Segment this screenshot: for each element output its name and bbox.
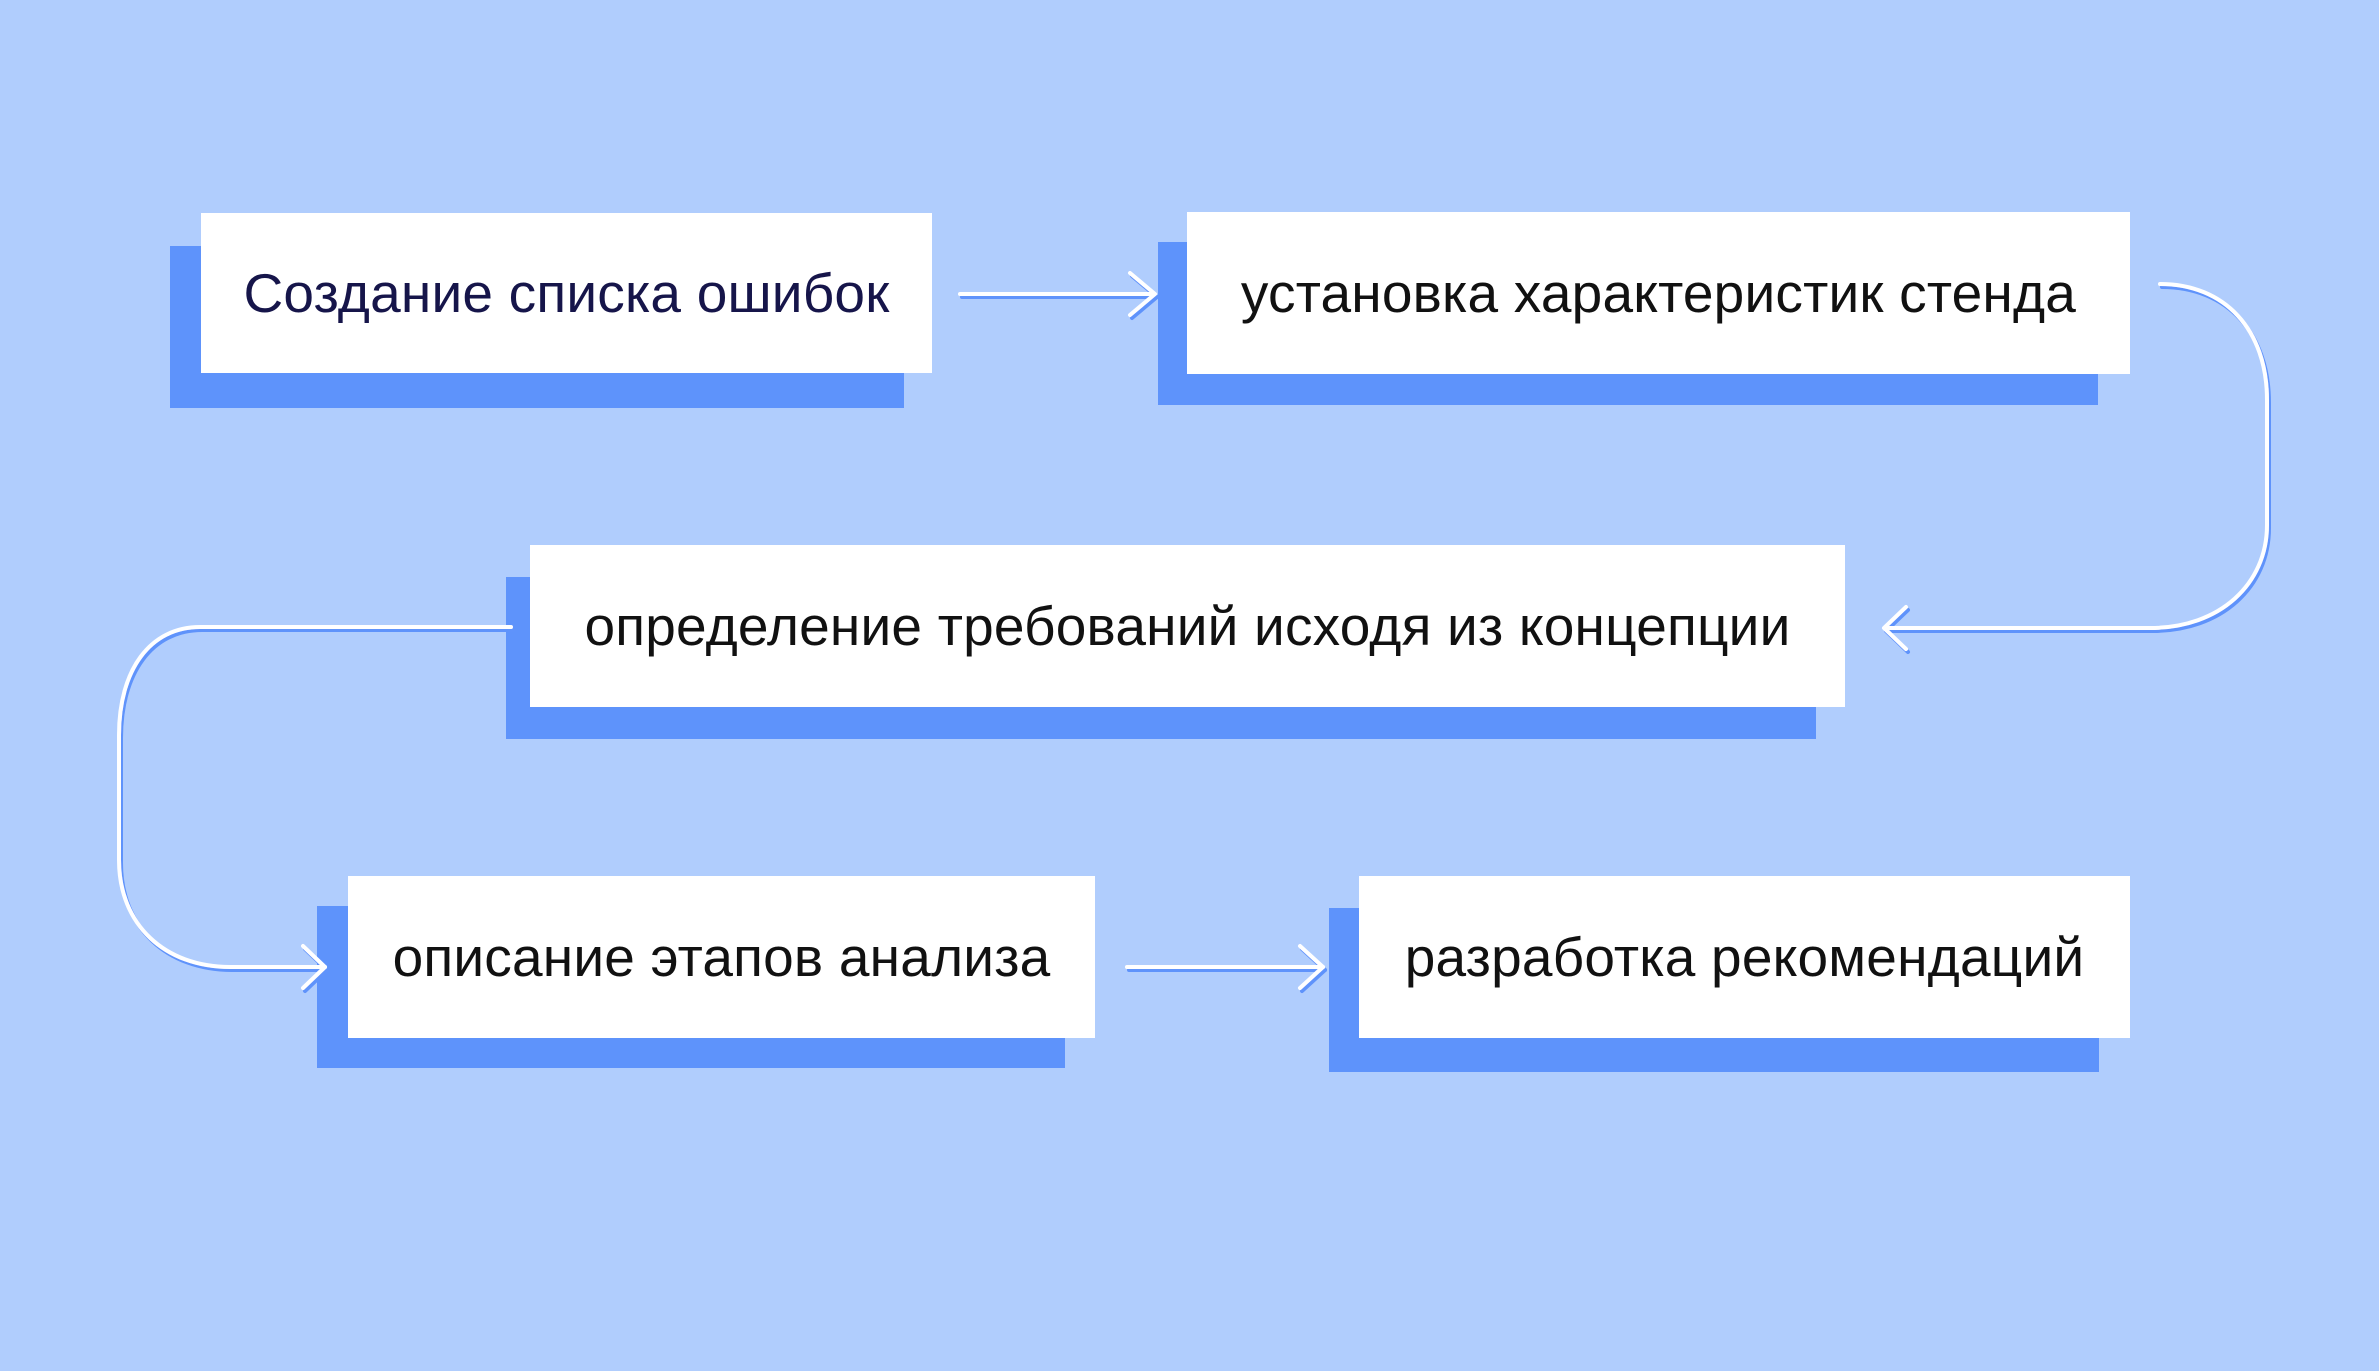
step-1-box: Создание списка ошибок bbox=[201, 213, 932, 373]
step-2-box: установка характеристик стенда bbox=[1187, 212, 2130, 374]
step-3-box: определение требований исходя из концепц… bbox=[530, 545, 1845, 707]
step-5-label: разработка рекомендаций bbox=[1404, 926, 2085, 988]
step-4-box: описание этапов анализа bbox=[348, 876, 1095, 1038]
arrow-step4-to-step5 bbox=[1125, 944, 1325, 990]
step-5-box: разработка рекомендаций bbox=[1359, 876, 2130, 1038]
step-1-label: Создание списка ошибок bbox=[243, 262, 890, 324]
arrow-step1-to-step2 bbox=[958, 271, 1157, 317]
step-3-label: определение требований исходя из концепц… bbox=[584, 595, 1791, 657]
step-4-label: описание этапов анализа bbox=[392, 926, 1051, 988]
step-2-label: установка характеристик стенда bbox=[1240, 262, 2077, 324]
